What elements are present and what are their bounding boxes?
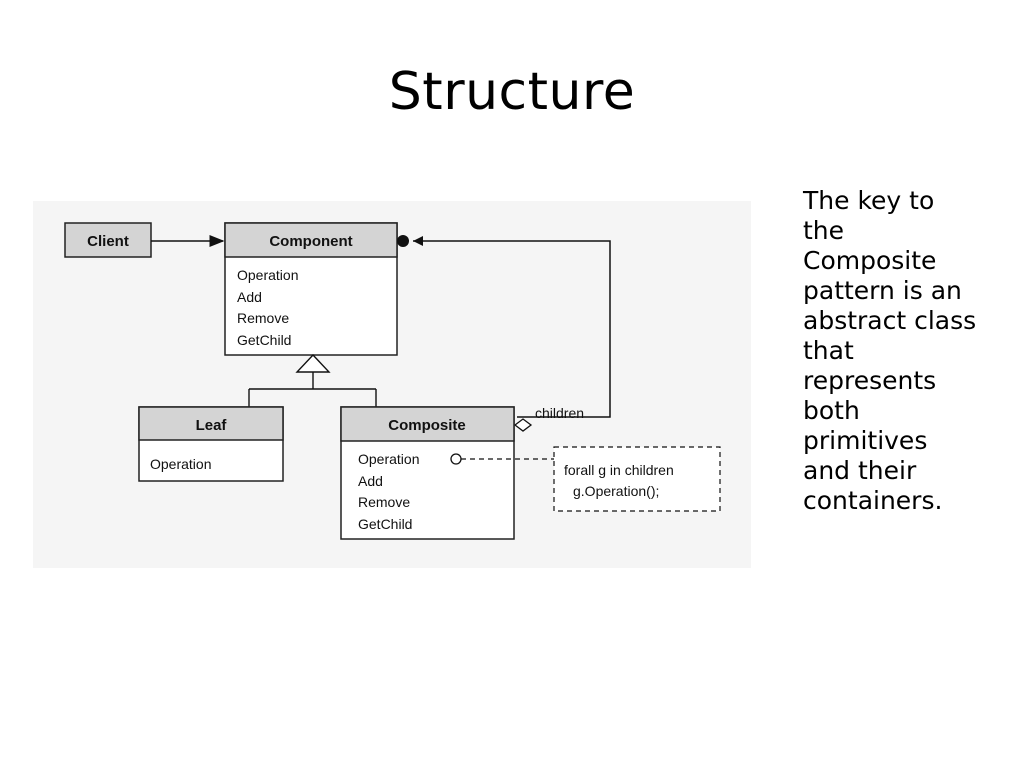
- note-box: forall g in children g.Operation();: [553, 446, 721, 512]
- composite-op-remove: Remove: [358, 494, 410, 510]
- side-text-line: that: [803, 336, 854, 365]
- uml-diagram: Client Component Operation Add Remove Ge…: [33, 201, 751, 568]
- side-description: The key to the Composite pattern is an a…: [803, 186, 1003, 516]
- side-text-line: The key to: [803, 186, 935, 215]
- client-class: Client: [64, 222, 152, 258]
- component-op-add: Add: [237, 289, 262, 305]
- component-op-getchild: GetChild: [237, 332, 291, 348]
- side-text-line: both: [803, 396, 860, 425]
- aggregation-diamond: [513, 418, 533, 432]
- inheritance-tree: [248, 353, 377, 407]
- side-text-line: abstract class: [803, 306, 977, 335]
- composite-op-operation: Operation: [358, 451, 419, 467]
- children-aggregation: children: [397, 235, 611, 432]
- leaf-class-name: Leaf: [196, 417, 228, 434]
- note-line-2: g.Operation();: [573, 483, 659, 499]
- composite-class: Composite Operation Add Remove GetChild: [340, 406, 515, 540]
- children-label: children: [535, 405, 584, 421]
- note-line-1: forall g in children: [564, 462, 674, 478]
- note-connector: [450, 453, 554, 465]
- side-text-line: the: [803, 216, 845, 245]
- client-class-name: Client: [87, 233, 129, 250]
- side-text-line: containers.: [803, 486, 943, 515]
- slide-title: Structure: [388, 62, 636, 122]
- side-text-line: represents: [803, 366, 937, 395]
- component-class-name: Component: [269, 233, 352, 250]
- component-op-operation: Operation: [237, 267, 298, 283]
- leaf-op-operation: Operation: [150, 456, 211, 472]
- side-text-line: pattern is an: [803, 276, 962, 305]
- composite-op-getchild: GetChild: [358, 516, 412, 532]
- component-class: Component Operation Add Remove GetChild: [224, 222, 398, 356]
- side-text-line: primitives: [803, 426, 928, 455]
- side-text-line: Composite: [803, 246, 937, 275]
- leaf-class: Leaf Operation: [138, 406, 284, 482]
- composite-class-name: Composite: [388, 417, 466, 434]
- side-text-line: and their: [803, 456, 917, 485]
- component-op-remove: Remove: [237, 310, 289, 326]
- composite-op-add: Add: [358, 473, 383, 489]
